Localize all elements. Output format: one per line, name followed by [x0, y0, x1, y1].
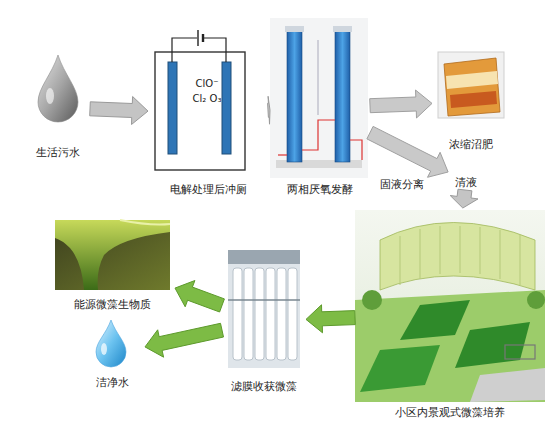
block-arrow: [306, 305, 355, 333]
process-node: 清液: [448, 172, 484, 190]
membrane-filters: [228, 250, 300, 368]
node-caption: 滤膜收获微藻: [202, 380, 326, 394]
block-arrow: [268, 96, 270, 124]
anaerobic-reactor: [270, 18, 368, 178]
block-arrow: [90, 97, 148, 125]
block-arrow: [145, 323, 224, 357]
sewage-drop: [38, 55, 78, 122]
node-caption: 电解处理后冲厕: [128, 183, 288, 197]
flow-arrow: [450, 189, 478, 208]
flow-arrow: [90, 97, 148, 125]
flow-arrow: [367, 126, 448, 177]
process-node: 生活污水: [25, 55, 90, 160]
flow-arrow: [306, 305, 355, 333]
flow-arrow: [370, 90, 432, 118]
biomass-oil: [55, 220, 170, 290]
drop-highlight: [101, 343, 107, 355]
process-node: 浓缩沼肥: [432, 52, 510, 152]
block-arrow: [367, 126, 448, 177]
flow-arrow: [268, 96, 270, 124]
node-caption: 小区内景观式微藻培养: [335, 406, 550, 420]
chemical-species: ClO⁻ Cl₂ O₃: [192, 76, 222, 106]
fertilizer-bag: [438, 52, 504, 118]
node-caption: 两相厌氧发酵: [250, 183, 390, 197]
node-caption: 浓缩沼肥: [412, 138, 530, 152]
flow-arrow: [175, 281, 224, 313]
process-label: 固液分离: [380, 178, 424, 192]
clean-water-drop: [96, 320, 126, 367]
process-node: 小区内景观式微藻培养: [355, 208, 545, 420]
process-node: 洁净水: [80, 318, 145, 390]
node-caption: 清液: [428, 176, 504, 190]
flow-arrow: [145, 323, 224, 357]
process-node: 两相厌氧发酵: [270, 18, 370, 197]
block-arrow: [175, 281, 224, 313]
electrolysis-cell: [155, 30, 245, 170]
process-node: 能源微藻生物质: [50, 218, 175, 312]
node-caption: 洁净水: [60, 376, 165, 390]
block-arrow: [450, 189, 478, 208]
block-arrow: [370, 90, 432, 118]
process-node: 滤膜收获微藻: [222, 248, 306, 394]
microalgae-landscape: [355, 210, 545, 402]
process-node: ClO⁻ Cl₂ O₃电解处理后冲厕: [148, 30, 268, 197]
drop-highlight: [46, 88, 54, 104]
node-caption: 生活污水: [5, 146, 110, 160]
node-caption: 能源微藻生物质: [30, 298, 195, 312]
